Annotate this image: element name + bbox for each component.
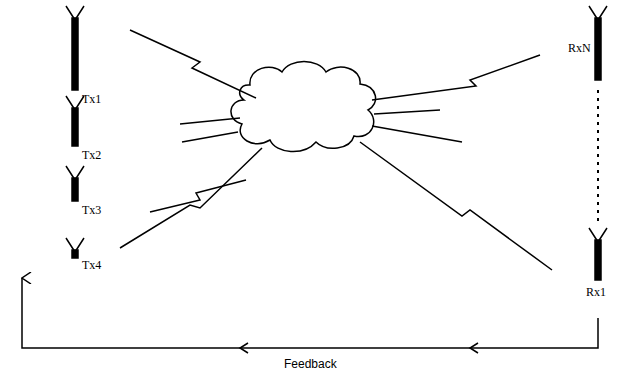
signal-path bbox=[372, 126, 462, 142]
antenna-symbol bbox=[595, 18, 601, 80]
antenna-label: Rx1 bbox=[586, 286, 606, 299]
signal-path bbox=[374, 110, 440, 114]
signal-path bbox=[372, 55, 540, 100]
direction-chevron bbox=[240, 343, 248, 353]
antenna-symbol bbox=[72, 108, 78, 146]
signal-path bbox=[120, 148, 262, 248]
dots-ellipsis bbox=[597, 90, 599, 222]
antenna-label: Tx3 bbox=[82, 204, 101, 217]
feedback-arrow bbox=[22, 278, 598, 348]
feedback-label: Feedback bbox=[284, 358, 337, 371]
signal-path bbox=[130, 30, 256, 98]
antenna-label: Tx4 bbox=[82, 259, 101, 272]
channel-cloud bbox=[231, 62, 376, 152]
antenna-symbol bbox=[72, 250, 78, 258]
antenna-symbol bbox=[595, 240, 601, 280]
signal-path bbox=[180, 118, 240, 124]
antenna-symbol bbox=[72, 18, 78, 90]
antenna-label: Tx1 bbox=[82, 93, 101, 106]
signal-path bbox=[360, 142, 552, 270]
antenna-label: RxN bbox=[568, 42, 591, 55]
antenna-symbol bbox=[72, 178, 78, 201]
direction-chevron bbox=[470, 343, 478, 353]
signal-path bbox=[182, 132, 238, 142]
antenna-label: Tx2 bbox=[82, 149, 101, 162]
